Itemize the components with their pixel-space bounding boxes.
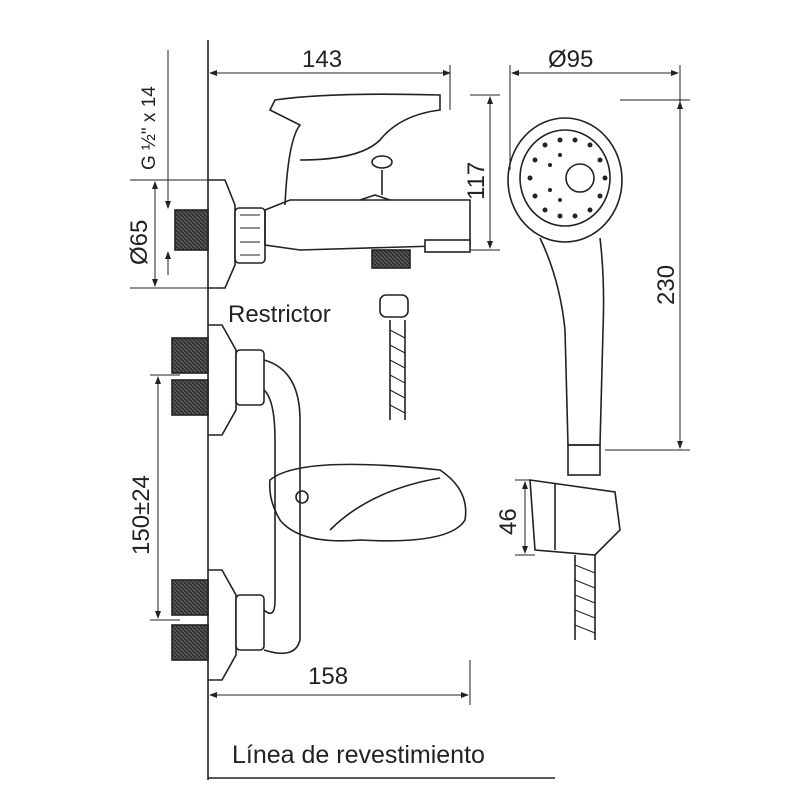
dim-height-top: 117 xyxy=(463,161,490,200)
dim-holder-height: 46 xyxy=(495,508,522,535)
dim-thread: G ½" x 14 xyxy=(139,86,160,170)
dim-flange-diameter: Ø65 xyxy=(126,219,153,265)
faucet-top-view xyxy=(174,93,471,420)
wall-line-label: Línea de revestimiento xyxy=(232,741,485,769)
dim-width-bottom: 158 xyxy=(308,663,349,690)
restrictor-label: Restrictor xyxy=(228,301,331,328)
dim-shower-length: 230 xyxy=(653,264,680,305)
dim-width-top: 143 xyxy=(302,46,343,73)
dim-shower-diameter: Ø95 xyxy=(548,46,594,73)
dim-center-distance: 150±24 xyxy=(128,475,155,555)
faucet-side-view xyxy=(171,324,467,681)
hand-shower xyxy=(507,117,623,640)
